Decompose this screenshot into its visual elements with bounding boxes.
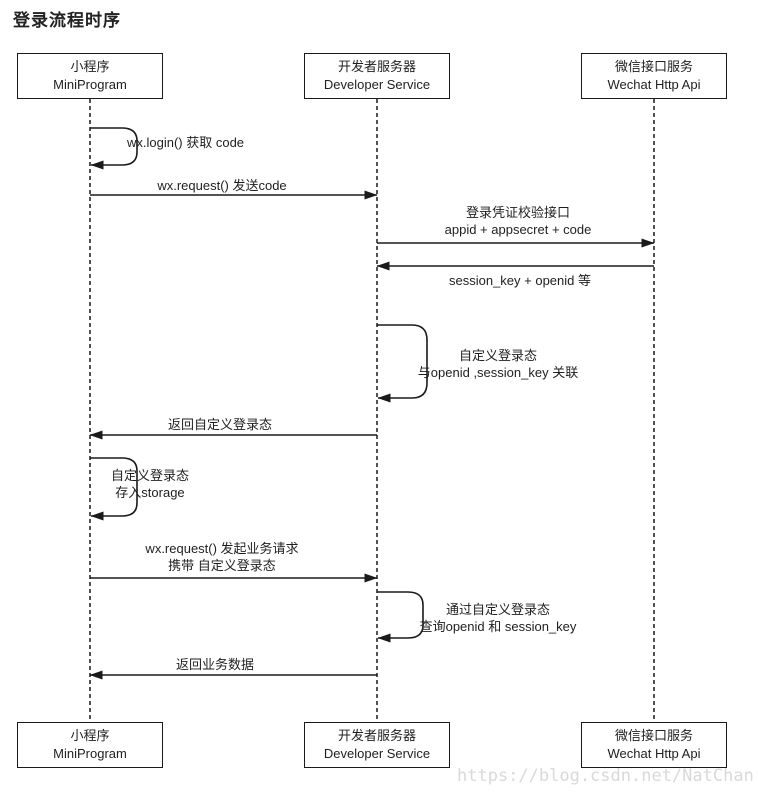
actor-name-en: Wechat Http Api <box>607 77 701 92</box>
actor-name-zh: 开发者服务器 <box>337 59 416 74</box>
message-label-verify-api: 登录凭证校验接口 appid + appsecret + code <box>444 205 592 237</box>
actor-name-en: MiniProgram <box>53 77 127 92</box>
actor-name-en: Developer Service <box>323 77 431 92</box>
actor-name-en: Developer Service <box>323 746 431 761</box>
diagram-title: 登录流程时序 <box>13 11 121 30</box>
self-message-label-query-openid: 通过自定义登录态 查询openid 和 session_key <box>419 602 577 634</box>
self-message-label-custom-login-state: 自定义登录态 与openid ,session_key 关联 <box>417 348 579 380</box>
message-label-send-code: wx.request() 发送code <box>157 178 287 193</box>
actor-box-developer-service-top: 开发者服务器 Developer Service <box>304 53 450 99</box>
self-message-label-store-storage: 自定义登录态 存入storage <box>110 468 190 500</box>
actor-name-zh: 微信接口服务 <box>614 728 693 743</box>
actor-box-miniprogram-bottom: 小程序 MiniProgram <box>17 722 163 768</box>
self-arrow-store-storage <box>90 457 138 521</box>
actor-name-zh: 微信接口服务 <box>614 59 693 74</box>
actor-name-en: MiniProgram <box>53 746 127 761</box>
message-label-return-login-state: 返回自定义登录态 <box>167 417 273 432</box>
self-arrow-custom-login-state <box>377 324 428 403</box>
message-label-sessionkey-openid: session_key + openid 等 <box>448 273 592 288</box>
self-arrow-query-openid <box>377 591 424 643</box>
actor-name-zh: 开发者服务器 <box>337 728 416 743</box>
message-label-business-request: wx.request() 发起业务请求 携带 自定义登录态 <box>145 541 299 573</box>
actor-name-zh: 小程序 <box>70 728 110 743</box>
actor-box-developer-service-bottom: 开发者服务器 Developer Service <box>304 722 450 768</box>
actor-name-zh: 小程序 <box>70 59 110 74</box>
message-label-return-business-data: 返回业务数据 <box>175 657 255 672</box>
actor-box-wechat-api-top: 微信接口服务 Wechat Http Api <box>581 53 727 99</box>
watermark: https://blog.csdn.net/NatChan <box>457 766 754 786</box>
self-message-label-wx-login: wx.login() 获取 code <box>127 135 245 150</box>
self-arrow-wx-login <box>90 127 138 170</box>
actor-name-en: Wechat Http Api <box>607 746 701 761</box>
actor-box-wechat-api-bottom: 微信接口服务 Wechat Http Api <box>581 722 727 768</box>
actor-box-miniprogram-top: 小程序 MiniProgram <box>17 53 163 99</box>
